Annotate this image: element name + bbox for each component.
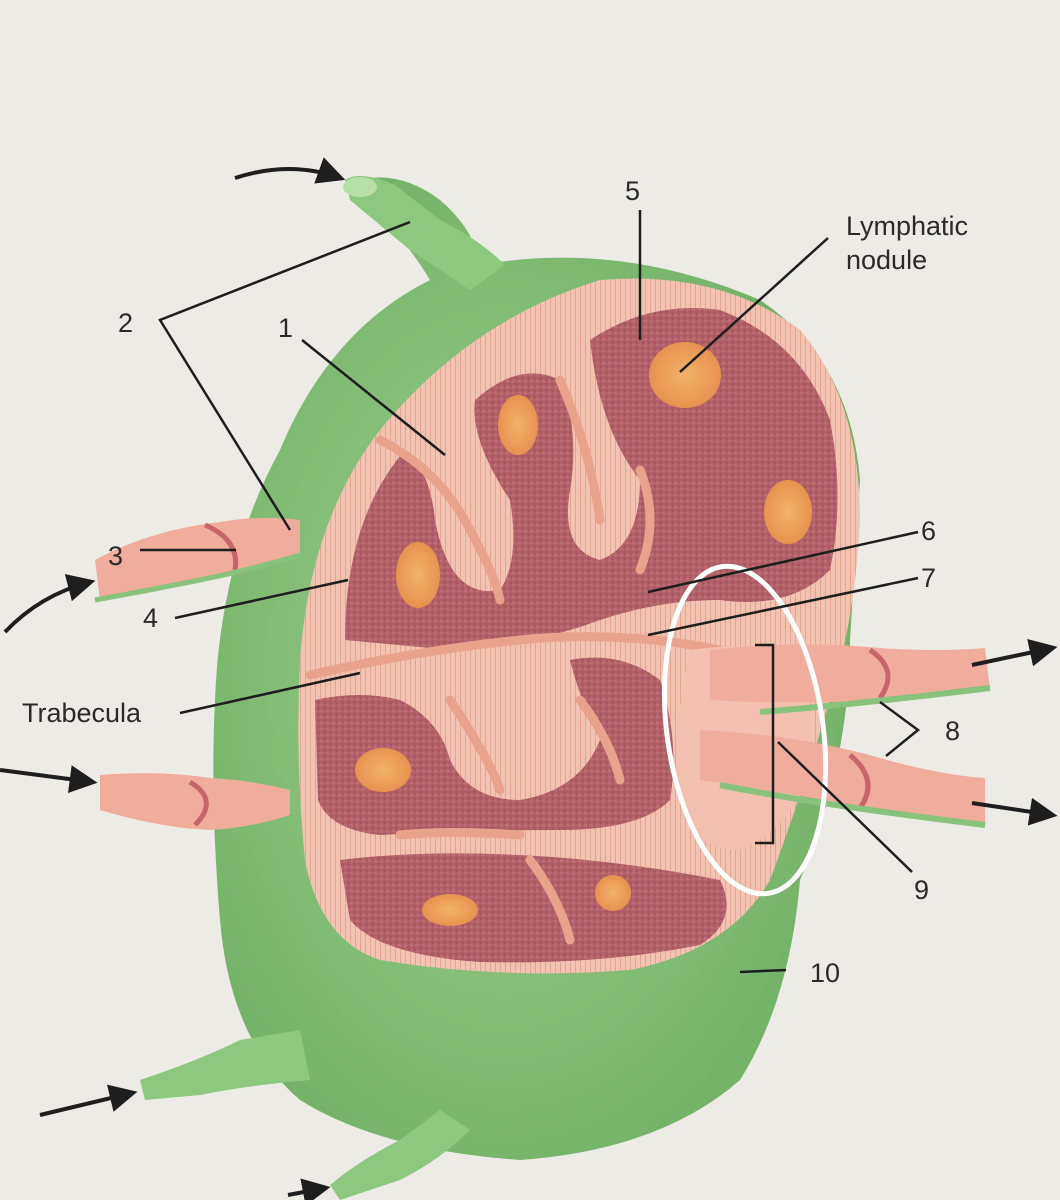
arrow-in-top — [234, 157, 346, 184]
flow-arrows — [0, 157, 1058, 1200]
trabeculae — [305, 375, 725, 945]
leader-7 — [647, 576, 919, 637]
label-10: 10 — [810, 958, 841, 988]
leader-9 — [777, 741, 913, 873]
leader-lymphatic-nodule — [679, 237, 829, 373]
label-lymphatic-nodule-line2: nodule — [846, 244, 928, 275]
label-3: 3 — [108, 541, 124, 571]
arrow-in-left-lower — [0, 765, 98, 793]
arrow-in-bottom-left — [39, 1084, 138, 1117]
leader-10 — [739, 968, 787, 974]
arrow-out-right-lower — [971, 797, 1058, 826]
leader-4 — [174, 578, 349, 620]
label-8: 8 — [945, 716, 961, 746]
leader-6 — [647, 530, 919, 594]
label-trabecula: Trabecula — [22, 698, 142, 728]
label-6: 6 — [921, 516, 937, 546]
label-9: 9 — [914, 875, 930, 905]
vessels — [94, 517, 991, 830]
label-7: 7 — [921, 563, 937, 593]
leader-1 — [301, 339, 446, 456]
arrow-in-bottom — [287, 1178, 331, 1200]
label-4: 4 — [143, 603, 159, 633]
cortex-lobe — [340, 853, 727, 963]
label-lymphatic-nodule-line1: Lymphatic — [846, 211, 969, 241]
arrow-in-left-upper — [3, 574, 96, 634]
label-5: 5 — [625, 176, 641, 206]
hilum-highlight-ellipse — [661, 563, 829, 897]
lymphatic-nodules — [355, 342, 812, 926]
leader-trabecula — [179, 671, 361, 715]
leader-2 — [158, 220, 411, 531]
label-2: 2 — [118, 308, 134, 338]
label-1: 1 — [278, 313, 294, 343]
node-section — [298, 278, 860, 974]
leader-lines — [140, 210, 921, 974]
bracket-9 — [755, 643, 775, 845]
leader-8 — [879, 700, 921, 757]
arrow-out-right-upper — [971, 638, 1058, 667]
label-lymphatic-nodule: Lymphatic nodule — [846, 210, 968, 278]
